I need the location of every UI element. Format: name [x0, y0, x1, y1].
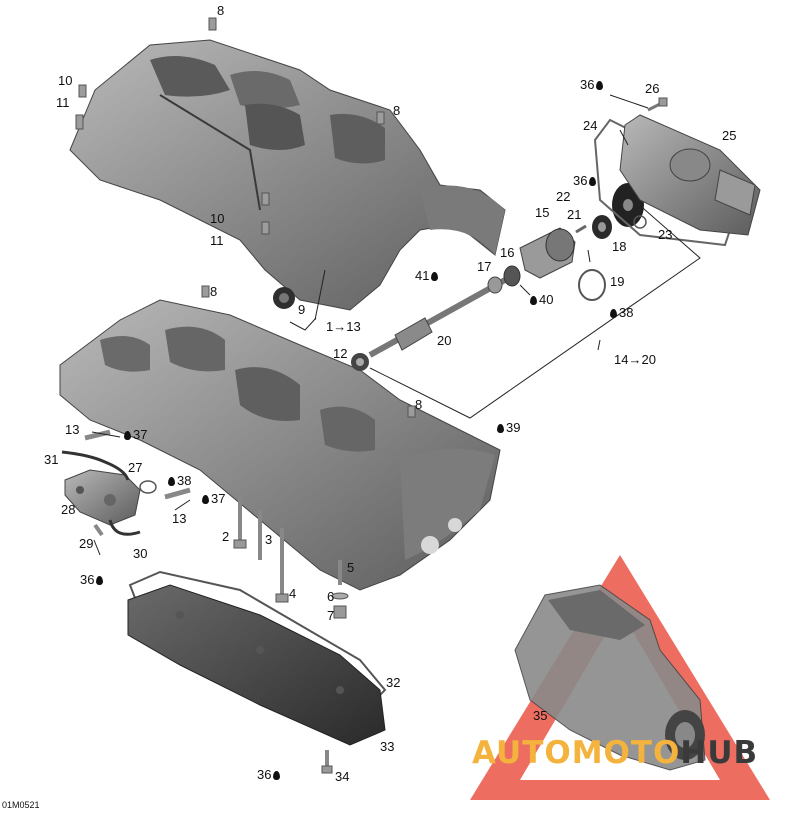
bearing-16 — [503, 265, 521, 287]
callout-40: 40 — [528, 293, 553, 307]
screw-29 — [93, 523, 104, 537]
sealant-drop-icon — [589, 177, 597, 186]
callout-2: 2 — [222, 529, 230, 544]
callout-5: 5 — [347, 560, 355, 575]
callout-23: 23 — [658, 227, 673, 242]
upper-case-studs — [75, 17, 385, 235]
callout-18: 18 — [612, 239, 627, 254]
screw-13a — [84, 429, 111, 441]
callout-3: 3 — [265, 532, 273, 547]
lower-case-studs — [201, 285, 416, 418]
clamp-19 — [578, 269, 606, 301]
bearing-17 — [487, 276, 503, 294]
callout-33: 33 — [380, 739, 395, 754]
washer-6 — [331, 592, 349, 600]
bolt-4 — [275, 528, 289, 603]
screw-21 — [575, 224, 587, 234]
hose-31 — [61, 450, 130, 481]
callout-24: 24 — [583, 118, 598, 133]
callout-16: 16 — [500, 245, 515, 260]
callout-29: 29 — [79, 536, 94, 551]
oil-seal-9 — [273, 287, 295, 309]
callout-37-top: 37 — [122, 428, 147, 442]
callout-11-top: 11 — [56, 95, 70, 110]
sealant-drop-icon — [168, 477, 175, 486]
callout-8-right: 8 — [393, 103, 401, 118]
callout-36-bottom: 36 — [257, 768, 282, 782]
oring-27 — [139, 480, 157, 494]
screw-13b — [164, 487, 191, 500]
callout-8-mid: 8 — [210, 284, 218, 299]
callout-13-top: 13 — [65, 422, 80, 437]
callout-32: 32 — [386, 675, 401, 690]
callout-38-oilpump: 38 — [166, 474, 191, 488]
callout-20: 20 — [437, 333, 452, 348]
callout-1-13: 1→13 — [326, 319, 361, 334]
callout-14-20: 14→20 — [614, 352, 656, 367]
leader-lines — [91, 94, 701, 556]
plug-7 — [333, 605, 347, 619]
screw-34 — [321, 750, 333, 774]
callout-38-pump: 38 — [608, 306, 633, 320]
pump-housing-15 — [519, 227, 576, 279]
callout-8-lower: 8 — [415, 397, 423, 412]
callout-36-pump: 36 — [573, 174, 598, 188]
oil-pump-28 — [64, 469, 141, 526]
upper-crankcase — [69, 39, 506, 311]
sealant-drop-icon — [596, 81, 604, 90]
bolt-2 — [233, 495, 247, 549]
seal-18 — [592, 215, 612, 239]
callout-13-lower: 13 — [172, 511, 187, 526]
lower-crankcase — [59, 299, 501, 591]
reference-code: 01M0521 — [2, 800, 40, 810]
callout-36-top: 36 — [580, 78, 605, 92]
pump-cover-25 — [619, 114, 761, 236]
watermark-text: AUTOMOTOHUB — [472, 735, 759, 771]
callout-36-left: 36 — [80, 573, 105, 587]
callout-9: 9 — [298, 302, 306, 317]
callout-10-mid: 10 — [210, 211, 225, 226]
callout-22: 22 — [556, 189, 571, 204]
sealant-drop-icon — [530, 296, 537, 305]
sealant-drop-icon — [610, 309, 617, 318]
callout-17: 17 — [477, 259, 492, 274]
callout-41: 41 — [415, 269, 440, 283]
callout-7: 7 — [327, 608, 335, 623]
sealant-drop-icon — [202, 495, 209, 504]
callout-39: 39 — [495, 421, 520, 435]
callout-26: 26 — [645, 81, 660, 96]
sump-cover-33 — [127, 584, 386, 746]
callout-21: 21 — [567, 207, 582, 222]
sealant-drop-icon — [431, 272, 439, 281]
sealant-drop-icon — [497, 424, 504, 433]
sealant-drop-icon — [124, 431, 131, 440]
inset-engine — [514, 584, 706, 771]
callout-31: 31 — [44, 452, 59, 467]
callout-10-top: 10 — [58, 73, 73, 88]
callout-27: 27 — [128, 460, 143, 475]
callout-30: 30 — [133, 546, 148, 561]
shaft-seal-12 — [351, 353, 369, 371]
callout-8-top: 8 — [217, 3, 225, 18]
pump-shaft-20 — [368, 277, 507, 358]
hose-30 — [108, 519, 141, 536]
callout-11-mid: 11 — [210, 233, 224, 248]
callout-25: 25 — [722, 128, 737, 143]
callout-28: 28 — [61, 502, 76, 517]
sealant-drop-icon — [96, 576, 104, 585]
screw-26 — [647, 97, 668, 112]
callout-12: 12 — [333, 346, 348, 361]
callout-19: 19 — [610, 274, 625, 289]
sealant-drop-icon — [273, 771, 281, 780]
callout-15: 15 — [535, 205, 550, 220]
callout-35: 35 — [533, 708, 548, 723]
callout-4: 4 — [289, 586, 297, 601]
callout-37-lower: 37 — [200, 492, 225, 506]
callout-6: 6 — [327, 589, 335, 604]
oring-23 — [633, 215, 647, 229]
callout-34: 34 — [335, 769, 350, 784]
